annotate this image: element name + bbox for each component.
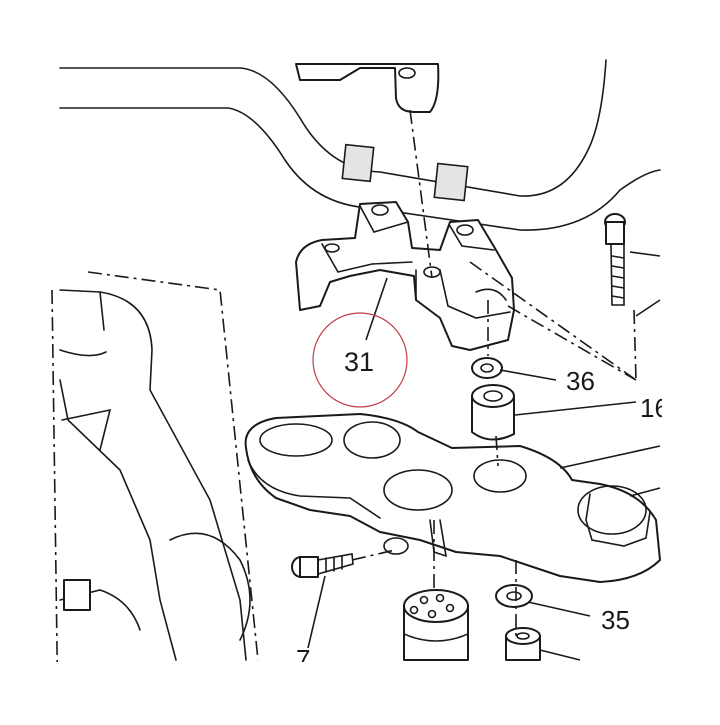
riser-mount-hole bbox=[473, 459, 527, 493]
cap-bolt-hole bbox=[398, 67, 416, 79]
handlebar-knurl-right bbox=[433, 162, 469, 202]
handlebar-riser bbox=[295, 201, 515, 351]
callout-highlight-circle[interactable] bbox=[312, 312, 408, 408]
triple-clamp bbox=[244, 413, 661, 583]
pinch-bolt-7 bbox=[291, 553, 354, 578]
assembly-center-lines bbox=[51, 109, 637, 721]
lower-nut bbox=[505, 627, 541, 661]
callout-31[interactable]: 31 bbox=[344, 347, 374, 377]
steering-stem-hole bbox=[383, 469, 453, 511]
fork-leg bbox=[59, 289, 251, 661]
crop-mask-bottom bbox=[0, 662, 720, 720]
riser-bolt-hole-1 bbox=[371, 204, 389, 216]
fork-tube-hole bbox=[577, 485, 647, 535]
steering-stem-nut bbox=[403, 589, 469, 661]
clamp-hole-mid bbox=[343, 421, 401, 459]
handlebar-knurl-left bbox=[341, 143, 375, 183]
riser-bolt-hole-3 bbox=[324, 243, 340, 253]
bushing-16 bbox=[471, 384, 515, 441]
washer-35 bbox=[495, 584, 533, 608]
handlebar-bolt bbox=[604, 213, 626, 306]
handlebar bbox=[59, 59, 661, 231]
clamp-hole-left bbox=[259, 423, 333, 457]
callout-36[interactable]: 36 bbox=[566, 366, 595, 396]
leader-lines bbox=[307, 251, 661, 661]
crop-mask bbox=[662, 0, 720, 720]
upper-clamp-cap bbox=[295, 63, 440, 113]
washer-36 bbox=[471, 357, 503, 379]
callout-35[interactable]: 35 bbox=[601, 605, 630, 635]
riser-bolt-hole-2 bbox=[456, 224, 474, 236]
fork-clip bbox=[63, 579, 91, 611]
